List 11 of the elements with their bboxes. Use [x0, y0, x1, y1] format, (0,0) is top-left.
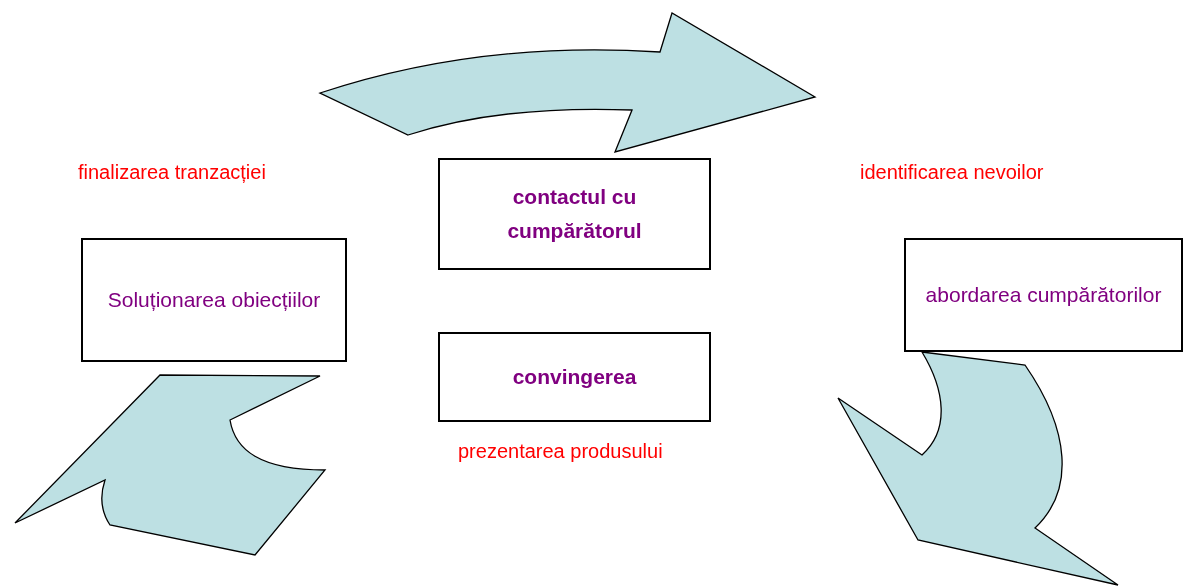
stage-label: finalizarea tranzacției: [78, 161, 266, 184]
process-box: [81, 238, 347, 362]
stage-label: prezentarea produsului: [458, 440, 663, 463]
process-box: [438, 332, 711, 422]
process-box: [904, 238, 1183, 352]
box-label: contactul cu cumpărătorul: [506, 184, 643, 244]
box-label: Soluționarea obiecțiilor: [107, 287, 321, 314]
box-label: abordarea cumpărătorilor: [925, 282, 1162, 309]
stage-label: identificarea nevoilor: [860, 161, 1044, 184]
process-box: [438, 158, 711, 270]
box-label: convingerea: [512, 364, 637, 391]
